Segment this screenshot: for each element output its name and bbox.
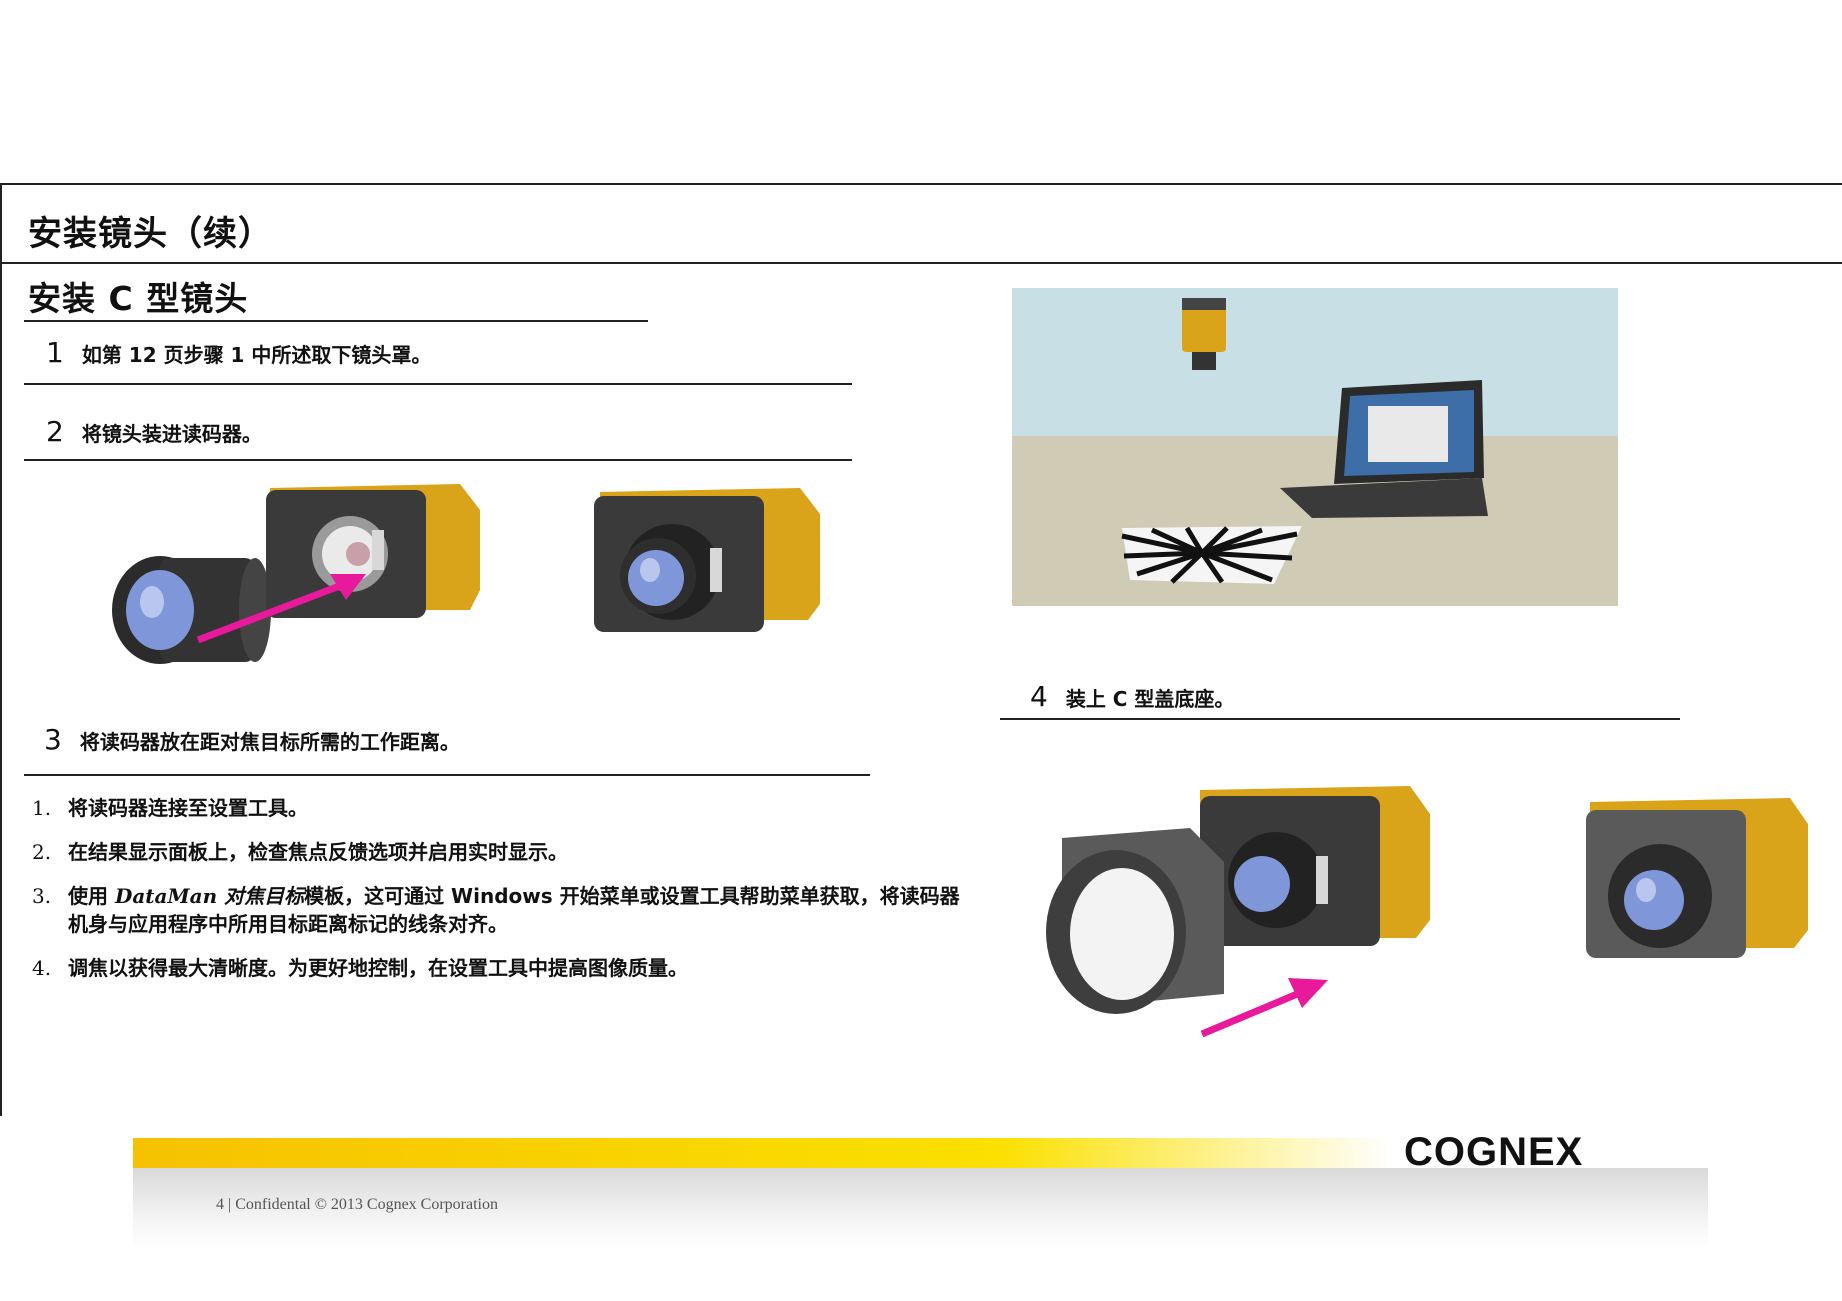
arrow-icon: [196, 574, 366, 644]
step-number: 1: [46, 336, 64, 369]
step-2-divider: [24, 459, 852, 461]
instruction-list: 1. 将读码器连接至设置工具。 2. 在结果显示面板上，检查焦点反馈选项并启用实…: [32, 794, 962, 998]
list-item-text: 在结果显示面板上，检查焦点反馈选项并启用实时显示。: [68, 840, 568, 864]
step-text: 装上 C 型盖底座。: [1065, 687, 1235, 711]
loose-lens-icon: [112, 556, 271, 664]
reader-with-lens-icon: [1200, 786, 1430, 946]
focus-target-icon: [1121, 526, 1302, 584]
step-1-divider: [24, 383, 852, 385]
list-item-number: 3.: [32, 884, 52, 908]
step-number: 4: [1030, 680, 1048, 713]
list-item-text-pre: 使用: [68, 884, 115, 908]
cognex-logo: COGNEX: [1404, 1130, 1584, 1174]
title-divider: [0, 262, 1842, 264]
frame-top-border: [0, 183, 1842, 185]
list-item-number: 4.: [32, 956, 52, 980]
step-3-divider: [24, 774, 870, 776]
step-2: 2 将镜头装进读码器。: [46, 415, 262, 448]
section-divider: [24, 320, 648, 322]
list-item-text: 将读码器连接至设置工具。: [68, 796, 308, 820]
step-3: 3 将读码器放在距对焦目标所需的工作距离。: [44, 723, 460, 756]
list-item: 4. 调焦以获得最大清晰度。为更好地控制，在设置工具中提高图像质量。: [32, 954, 962, 982]
reader-with-lens-icon: [594, 488, 820, 632]
frame-left-border: [0, 183, 2, 1116]
step-4-divider: [1000, 718, 1680, 720]
footer-color-band: [133, 1138, 1708, 1168]
reader-assembled-icon: [1586, 798, 1808, 958]
list-item: 2. 在结果显示面板上，检查焦点反馈选项并启用实时显示。: [32, 838, 962, 866]
step-text: 将镜头装进读码器。: [81, 422, 262, 446]
step-4: 4 装上 C 型盖底座。: [1030, 680, 1234, 713]
laptop-icon: [1280, 380, 1488, 518]
list-item-number: 2.: [32, 840, 52, 864]
lens-mount-illustration: [112, 484, 820, 664]
step-number: 2: [46, 415, 64, 448]
list-item-text-post: 模板，这可通过 Windows 开始菜单或设置工具帮助菜单获取，将读码器机身与应…: [68, 884, 960, 936]
list-item: 1. 将读码器连接至设置工具。: [32, 794, 962, 822]
reader-camera-icon: [1182, 298, 1226, 370]
list-item-text: 调焦以获得最大清晰度。为更好地控制，在设置工具中提高图像质量。: [68, 956, 688, 980]
page-title: 安装镜头（续）: [28, 214, 273, 254]
section-title: 安装 C 型镜头: [28, 279, 249, 318]
footer-text: 4 | Confidental © 2013 Cognex Corporatio…: [216, 1196, 498, 1213]
arrow-icon: [1200, 978, 1328, 1038]
template-name: DataMan 对焦目标: [114, 884, 305, 908]
step-text: 将读码器放在距对焦目标所需的工作距离。: [79, 730, 460, 754]
step-1: 1 如第 12 页步骤 1 中所述取下镜头罩。: [46, 336, 431, 369]
c-mount-base-illustration: [1046, 786, 1808, 1038]
list-item-text: 使用 DataMan 对焦目标模板，这可通过 Windows 开始菜单或设置工具…: [68, 882, 962, 938]
reader-open-mount-icon: [266, 484, 480, 618]
step-text: 如第 12 页步骤 1 中所述取下镜头罩。: [81, 343, 432, 367]
list-item: 3. 使用 DataMan 对焦目标模板，这可通过 Windows 开始菜单或设…: [32, 882, 962, 938]
focus-scene-illustration: [1012, 288, 1618, 606]
step-number: 3: [44, 723, 62, 756]
c-mount-base-icon: [1046, 828, 1224, 1014]
footer-shadow: [133, 1168, 1708, 1248]
list-item-number: 1.: [32, 796, 52, 820]
